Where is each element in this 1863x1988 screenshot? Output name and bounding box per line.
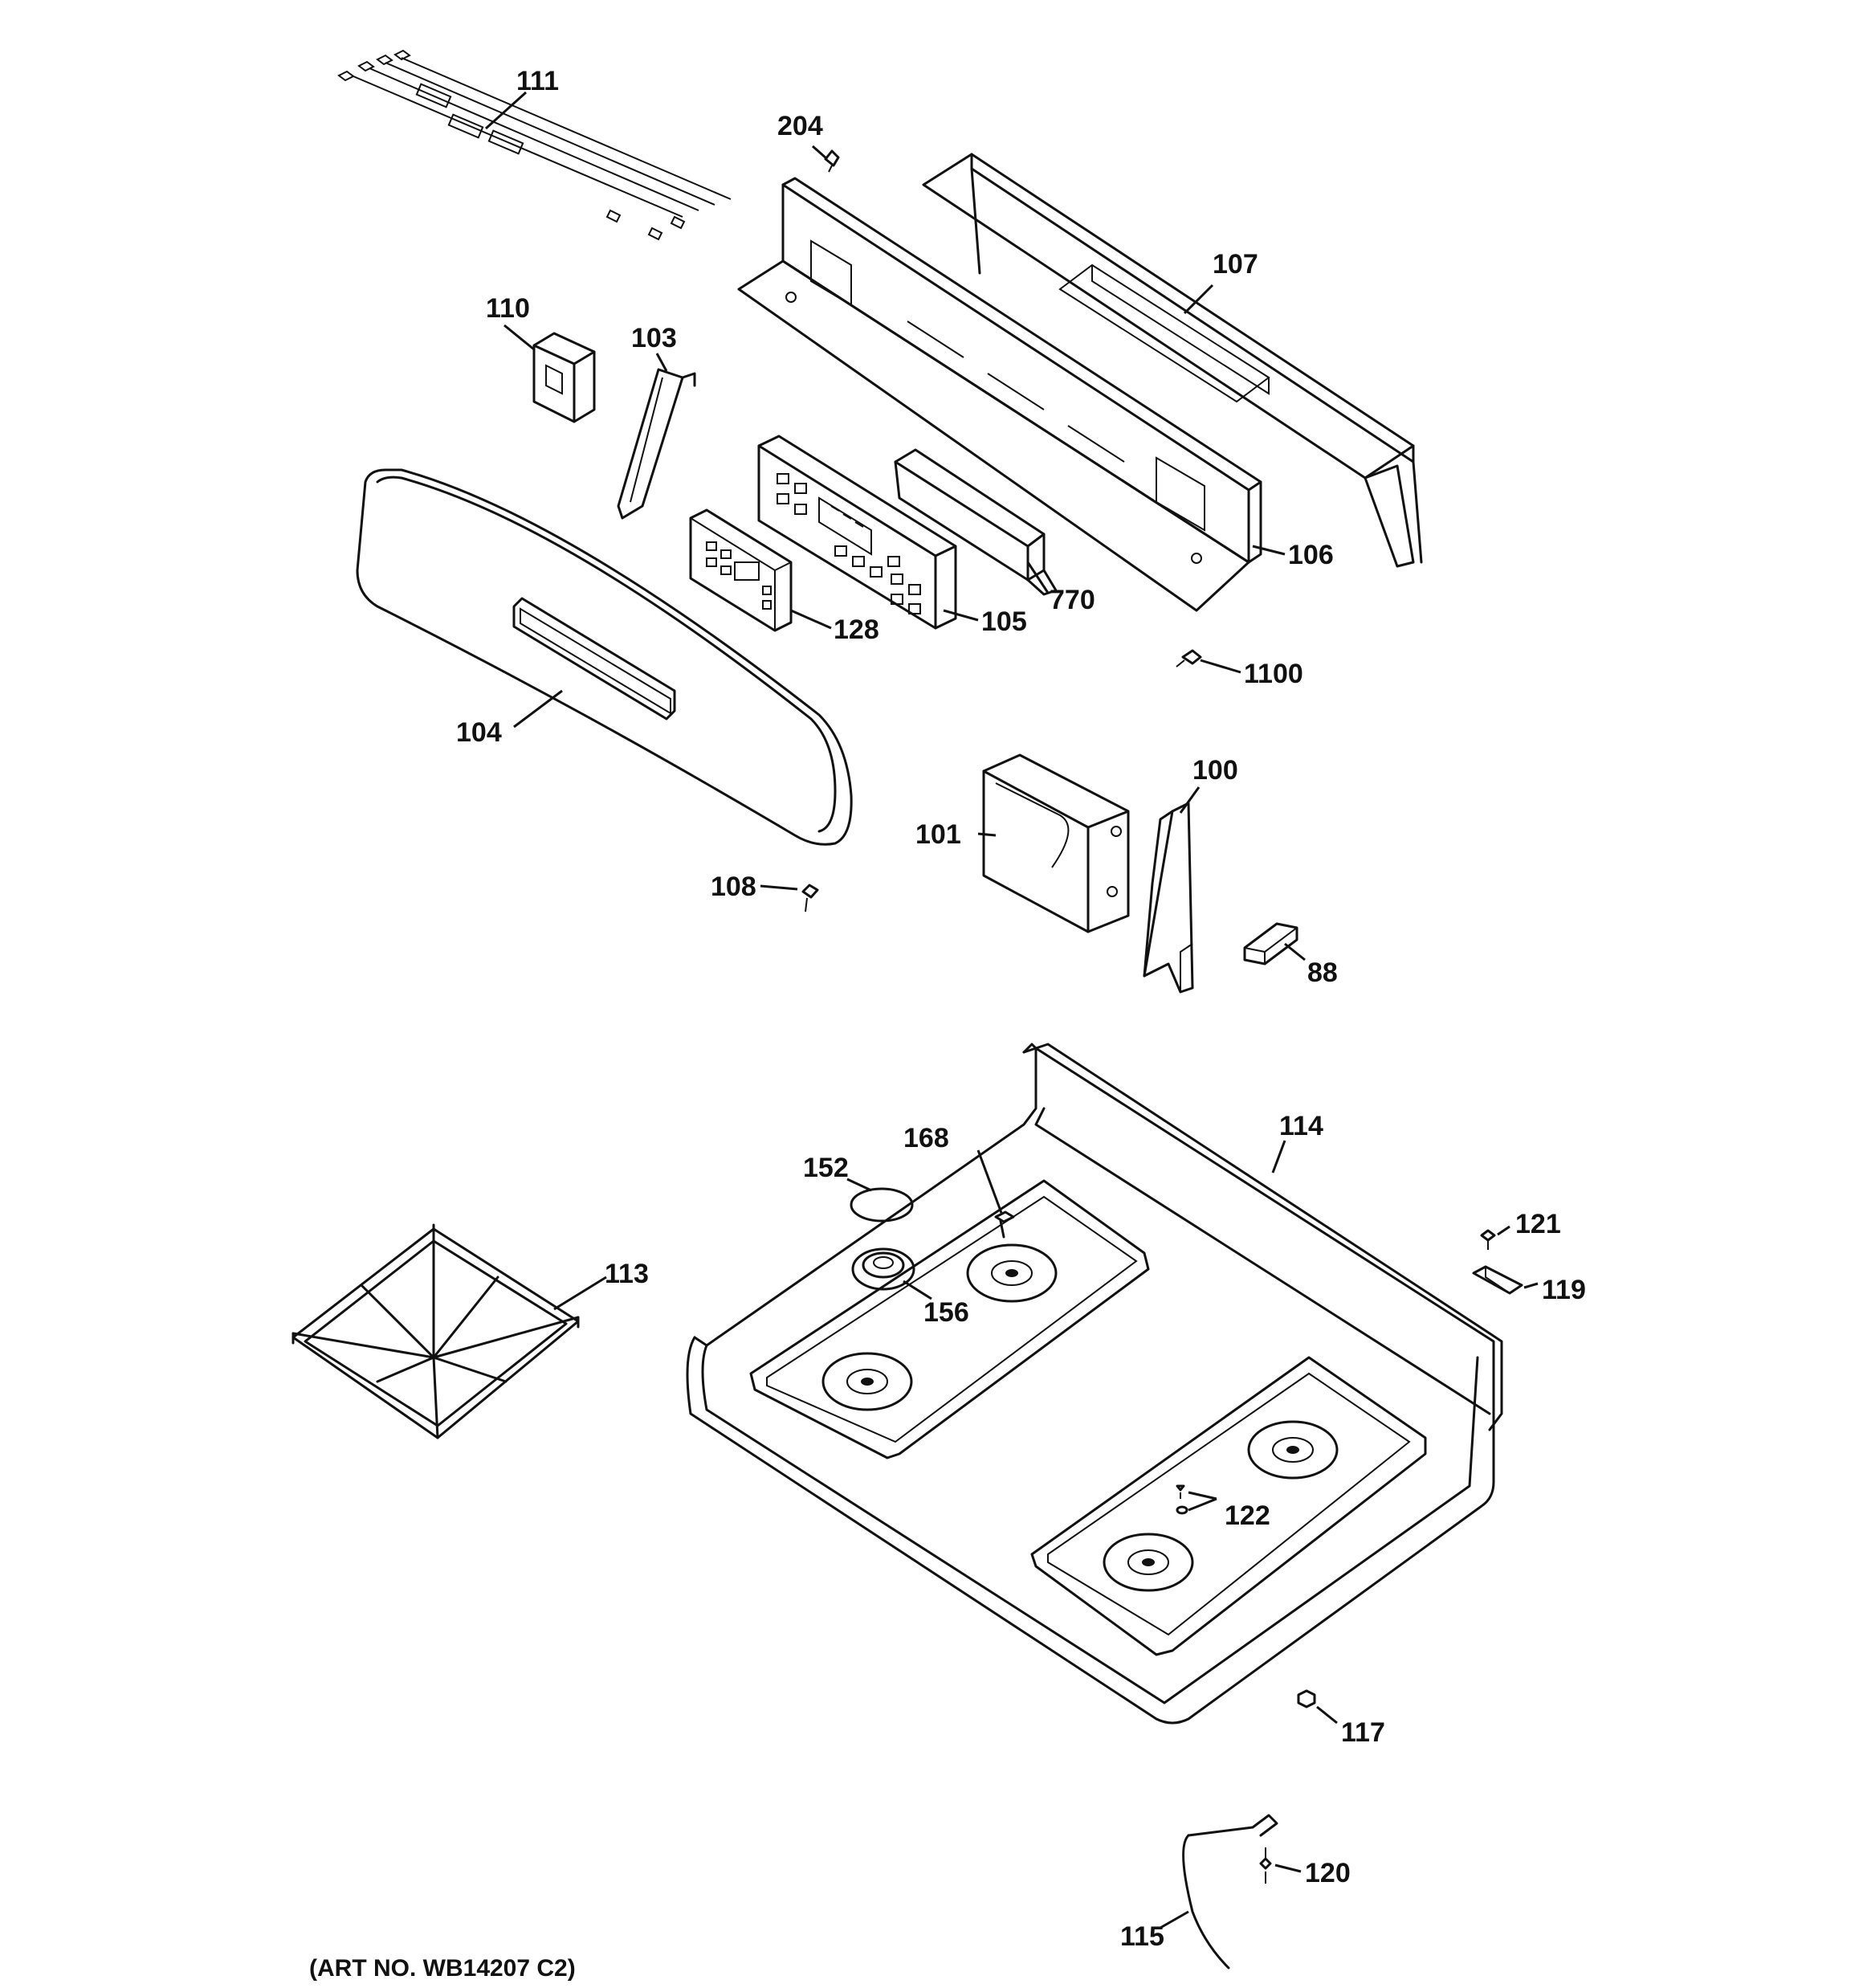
part-104-panel-bezel [356, 468, 853, 846]
part-121-screw [1480, 1229, 1496, 1250]
label-100: 100 [1192, 755, 1238, 786]
label-88: 88 [1307, 957, 1338, 988]
part-115-rod [1182, 1814, 1278, 1970]
part-105-control-board [757, 435, 957, 630]
label-119: 119 [1542, 1275, 1586, 1305]
part-103-bracket [617, 368, 696, 520]
part-119-bracket [1472, 1265, 1523, 1295]
label-114: 114 [1279, 1111, 1323, 1141]
burner-left-front [821, 1352, 913, 1411]
part-88-clip [1243, 922, 1298, 965]
label-204: 204 [777, 111, 823, 141]
label-106: 106 [1288, 540, 1334, 570]
label-103: 103 [631, 323, 677, 353]
label-115: 115 [1120, 1921, 1164, 1952]
part-156-burner-head [851, 1247, 915, 1291]
part-110-component-box [532, 332, 596, 423]
leader-lines [484, 91, 1539, 1929]
art-number: (ART NO. WB14207 C2) [309, 1955, 576, 1982]
part-113-grate [291, 1223, 580, 1439]
label-122: 122 [1225, 1500, 1270, 1531]
part-1100-screw [1176, 649, 1202, 667]
label-120: 120 [1305, 1858, 1351, 1888]
label-108: 108 [711, 872, 756, 902]
part-101-bracket-box [982, 753, 1130, 933]
callout-labels: 111 204 107 110 103 106 770 105 128 1100… [456, 66, 1586, 1952]
label-110: 110 [486, 293, 530, 324]
burner-right-rear [1247, 1420, 1339, 1480]
part-111-wire-harness [337, 49, 732, 241]
label-111: 111 [516, 66, 559, 96]
label-117: 117 [1341, 1717, 1385, 1748]
burner-right-front [1103, 1533, 1194, 1592]
label-128: 128 [834, 614, 879, 645]
label-105: 105 [981, 606, 1027, 637]
part-168-igniter [994, 1210, 1015, 1239]
part-107-rear-cover [922, 153, 1423, 568]
part-106-panel-frame [737, 177, 1262, 612]
burner-left-rear [966, 1243, 1058, 1303]
label-770: 770 [1050, 585, 1095, 615]
label-101: 101 [915, 819, 961, 850]
part-120-screw [1259, 1847, 1272, 1884]
part-100-side-trim [1143, 802, 1194, 994]
label-168: 168 [903, 1123, 949, 1153]
part-152-burner-cap [850, 1187, 914, 1223]
label-152: 152 [803, 1153, 849, 1183]
part-108-screw [801, 884, 819, 912]
part-770-heat-shield [894, 448, 1058, 596]
part-128-keypad [689, 508, 793, 632]
part-122-screws [1176, 1484, 1188, 1515]
part-204-screw [824, 149, 840, 173]
label-107: 107 [1213, 249, 1258, 280]
label-104: 104 [456, 717, 502, 748]
label-121: 121 [1515, 1209, 1561, 1239]
label-1100: 1100 [1244, 659, 1303, 689]
label-113: 113 [605, 1259, 649, 1289]
part-114-cooktop [686, 1043, 1503, 1725]
part-117-nut [1297, 1689, 1316, 1708]
label-156: 156 [923, 1297, 969, 1328]
